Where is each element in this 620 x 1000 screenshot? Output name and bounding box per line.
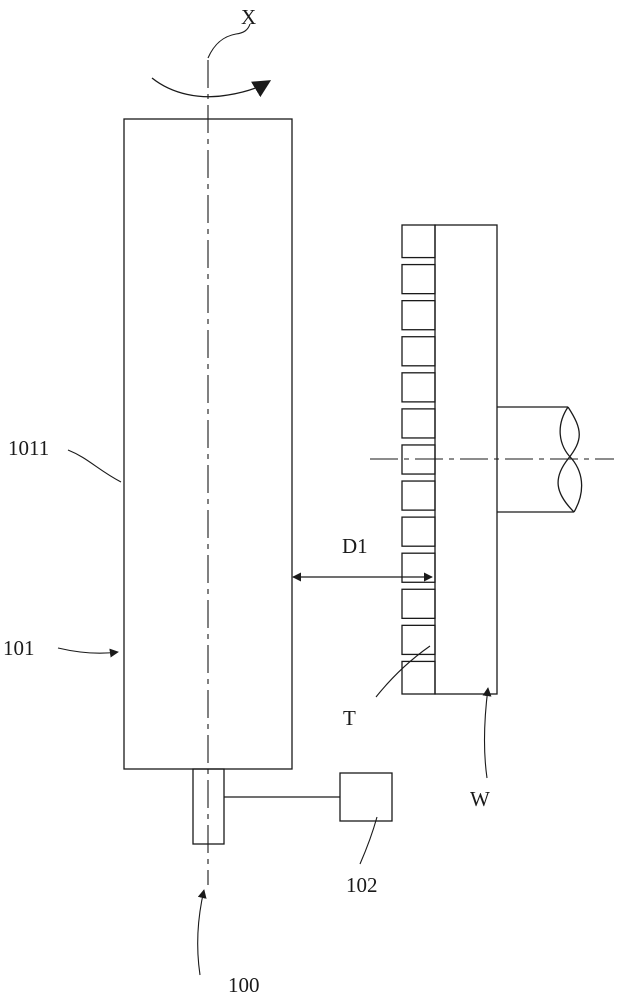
shaft-stub	[192, 768, 225, 845]
body-leader-arrow	[57, 647, 119, 658]
tooth	[401, 263, 436, 295]
label-body: 101	[3, 636, 35, 660]
workpiece-leader-arrow	[482, 687, 492, 779]
tooth	[401, 300, 436, 331]
tooth	[401, 480, 436, 511]
label-tooth: T	[343, 706, 356, 730]
tooth	[401, 588, 436, 619]
assembly-leader-arrow	[197, 889, 207, 976]
label-assembly: 100	[228, 973, 260, 997]
tooth	[401, 408, 436, 439]
tooth	[401, 660, 436, 695]
tooth	[401, 624, 436, 656]
label-axis-x: X	[241, 5, 256, 29]
label-surface: 1011	[8, 436, 49, 460]
unit-box	[339, 772, 393, 822]
label-unit: 102	[346, 873, 378, 897]
label-distance: D1	[342, 534, 368, 558]
tooth	[401, 552, 436, 583]
surface-leader	[67, 449, 122, 483]
tooth	[401, 516, 436, 547]
unit-leader	[359, 816, 378, 865]
tooth	[401, 372, 436, 403]
tooth-leader	[375, 645, 431, 698]
tooth	[401, 336, 436, 367]
axis-x-leader	[207, 23, 251, 59]
tooth	[401, 224, 436, 259]
label-workpiece: W	[470, 787, 490, 811]
rotation-arrow	[151, 77, 272, 98]
